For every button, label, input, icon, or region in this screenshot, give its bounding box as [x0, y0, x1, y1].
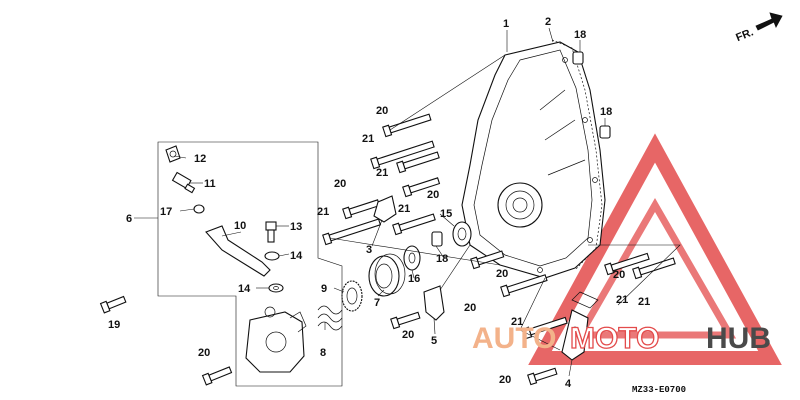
dowel-pin-right: [599, 125, 611, 139]
bolt-part-19: [99, 295, 127, 314]
callout-5: 5: [431, 335, 437, 347]
watermark-logo: [528, 133, 782, 365]
dowel-pin-upper: [572, 51, 584, 65]
callout-14b: 14: [238, 283, 251, 295]
callout-3: 3: [366, 244, 372, 256]
callout-20i: 20: [613, 269, 625, 281]
callout-8: 8: [320, 347, 326, 359]
callout-17: 17: [160, 206, 172, 218]
callout-12: 12: [194, 153, 206, 165]
cover-assembly: [461, 39, 606, 279]
callout-21f: 21: [638, 296, 650, 308]
watermark-part-auto: AUTO: [472, 322, 556, 355]
dowel-pin-middle: [431, 231, 443, 247]
bracket-part-4: [561, 291, 599, 361]
callout-1: 1: [503, 18, 509, 30]
callout-20f: 20: [402, 329, 414, 341]
clip-part-3: [373, 195, 397, 223]
callout-20a: 20: [376, 105, 388, 117]
callout-11: 11: [204, 178, 216, 190]
callout-4: 4: [565, 378, 572, 390]
callout-6: 6: [126, 213, 132, 225]
watermark-text: AUTO MOTO HUB: [472, 321, 771, 355]
callout-10: 10: [234, 220, 246, 232]
callout-20d: 20: [496, 268, 508, 280]
callout-14a: 14: [290, 250, 303, 262]
callout-2: 2: [545, 16, 551, 28]
bearing-part-16: [403, 245, 421, 271]
leader-lines: [134, 27, 681, 377]
washer-part-14a: [264, 251, 280, 261]
callout-13: 13: [290, 221, 302, 233]
subassembly-box: [157, 141, 343, 387]
bolt-part-13: [265, 221, 277, 243]
watermark-part-hub: HUB: [706, 322, 771, 355]
callout-18b: 18: [600, 106, 612, 118]
washer-part-14b: [268, 283, 284, 293]
screw-part-12: [165, 145, 181, 163]
callout-21c: 21: [317, 206, 329, 218]
callout-9: 9: [321, 283, 327, 295]
callout-labels: 1 2 3 4 5 6 7 8 9 10 11 12 13 14 14 15 1…: [108, 16, 650, 390]
bearing-part-15: [452, 221, 472, 247]
housing-part-6: [245, 306, 307, 373]
callout-15: 15: [440, 208, 452, 220]
gear-part-7: [368, 253, 406, 297]
front-direction-indicator: FR.: [734, 12, 783, 44]
callout-19: 19: [108, 319, 120, 331]
callout-7: 7: [374, 297, 380, 309]
lever-part-10: [205, 225, 271, 277]
callout-20h: 20: [499, 374, 511, 386]
callout-20c: 20: [427, 189, 439, 201]
callout-21a: 21: [362, 133, 374, 145]
callout-18a: 18: [574, 29, 586, 41]
spring-part-8: [317, 305, 343, 331]
callout-20g: 20: [198, 347, 210, 359]
callout-21b: 21: [376, 167, 388, 179]
front-direction-label: FR.: [734, 26, 755, 44]
watermark-part-moto: MOTO: [570, 322, 659, 355]
bracket-part-5: [423, 285, 445, 321]
o-ring-part-17: [193, 204, 205, 214]
callout-20e: 20: [464, 302, 476, 314]
callout-20b: 20: [334, 178, 346, 190]
diagram-code: MZ33-E0700: [632, 385, 686, 395]
gear-part-9: [341, 280, 363, 312]
front-arrow-icon: [755, 12, 783, 31]
callout-18c: 18: [436, 253, 448, 265]
callout-21e: 21: [616, 294, 628, 306]
callout-21d: 21: [398, 203, 410, 215]
bolt-part-20-bottom: [201, 366, 233, 386]
callout-21g: 21: [511, 316, 523, 328]
fitting-part-11: [171, 171, 196, 194]
bolts-lower-right: [390, 250, 676, 386]
callout-16: 16: [408, 273, 420, 285]
